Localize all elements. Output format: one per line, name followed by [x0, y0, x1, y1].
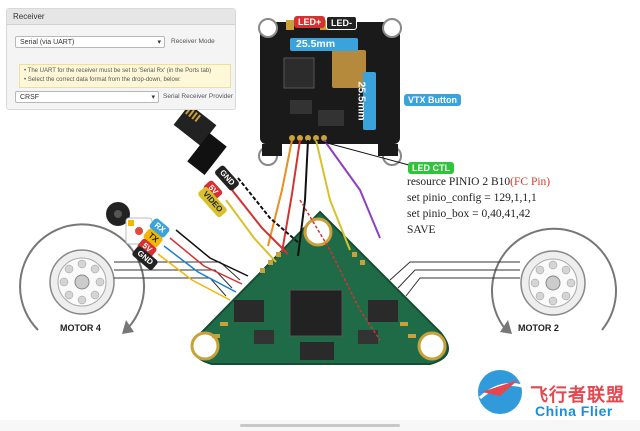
receiver-settings-panel: Receiver Serial (via UART) ▾ Receiver Mo…: [6, 8, 236, 110]
led-minus-tag: LED-: [326, 16, 357, 30]
chevron-down-icon: ▾: [151, 94, 155, 101]
vtx-fc-wires: [267, 139, 421, 257]
cli-line-2: set pinio_config = 129,1,1,1: [407, 192, 537, 204]
cli-line-1-text: resource PINIO 2 B10: [407, 176, 511, 188]
serial-provider-label: Serial Receiver Provider: [163, 93, 234, 100]
width-measure-bar: [290, 38, 358, 51]
receiver-note: • The UART for the receiver must be set …: [19, 64, 231, 88]
receiver-mode-select[interactable]: Serial (via UART) ▾: [15, 36, 165, 48]
cli-line-3: set pinio_box = 0,40,41,42: [407, 208, 531, 220]
motor-4-graphic: [19, 223, 146, 334]
height-measure-bar: [363, 72, 376, 130]
motor-2-graphic: [491, 227, 617, 334]
watermark-chinese: 飞行者联盟: [530, 385, 625, 406]
red-dashed-wire: [299, 199, 381, 341]
motor-2-label: MOTOR 2: [518, 323, 559, 333]
cli-line-4: SAVE: [407, 224, 436, 236]
china-flier-logo: [478, 370, 523, 414]
vtx-button-tag: VTX Button: [404, 94, 461, 106]
receiver-mode-value: Serial (via UART): [20, 39, 75, 46]
home-indicator: [240, 424, 400, 427]
cli-line-1: resource PINIO 2 B10(FC Pin): [407, 176, 550, 188]
receiver-mode-label: Receiver Mode: [171, 38, 215, 45]
motor-4-label: MOTOR 4: [60, 323, 101, 333]
receiver-note-line-2: • Select the correct data format from th…: [24, 77, 181, 83]
height-measure-label: 25.5mm: [355, 81, 368, 121]
serial-provider-select[interactable]: CRSF ▾: [15, 91, 159, 103]
receiver-note-line-1: • The UART for the receiver must be set …: [24, 68, 212, 74]
receiver-wires: [157, 229, 249, 301]
led-ctl-tag: LED CTL: [408, 162, 454, 174]
flight-controller-board: [190, 210, 449, 365]
led-plus-tag: LED+: [294, 16, 326, 28]
serial-provider-value: CRSF: [20, 94, 40, 101]
fc-pin-note: (FC Pin): [510, 176, 551, 188]
width-measure-label: 25.5mm: [296, 38, 336, 50]
receiver-panel-title: Receiver: [7, 9, 235, 25]
watermark-english: China Flier: [535, 403, 613, 419]
chevron-down-icon: ▾: [157, 39, 161, 46]
camera-module: [173, 104, 227, 175]
camera-wires: [225, 177, 301, 263]
